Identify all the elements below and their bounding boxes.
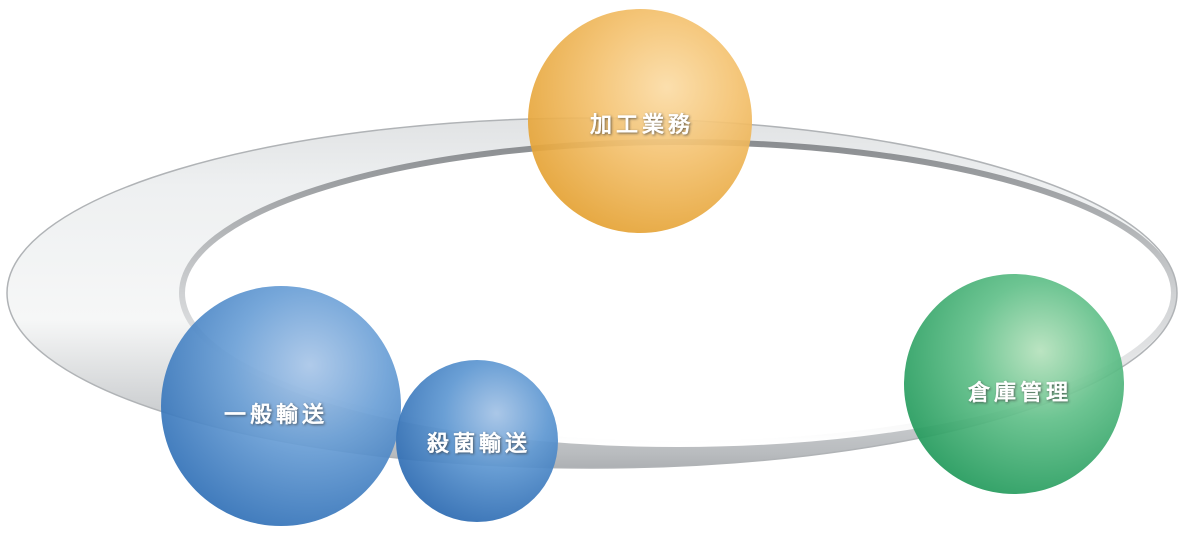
node-sterile-transport-label: 殺菌輸送 <box>427 431 531 457</box>
node-sterile-transport: 殺菌輸送 <box>396 360 558 522</box>
node-general-transport-label: 一般輸送 <box>224 402 328 428</box>
node-warehouse-label: 倉庫管理 <box>967 380 1072 406</box>
node-warehouse: 倉庫管理 <box>904 274 1124 494</box>
node-processing-label: 加工業務 <box>589 112 694 138</box>
node-processing: 加工業務 <box>528 9 752 233</box>
node-general-transport: 一般輸送 <box>161 286 401 526</box>
